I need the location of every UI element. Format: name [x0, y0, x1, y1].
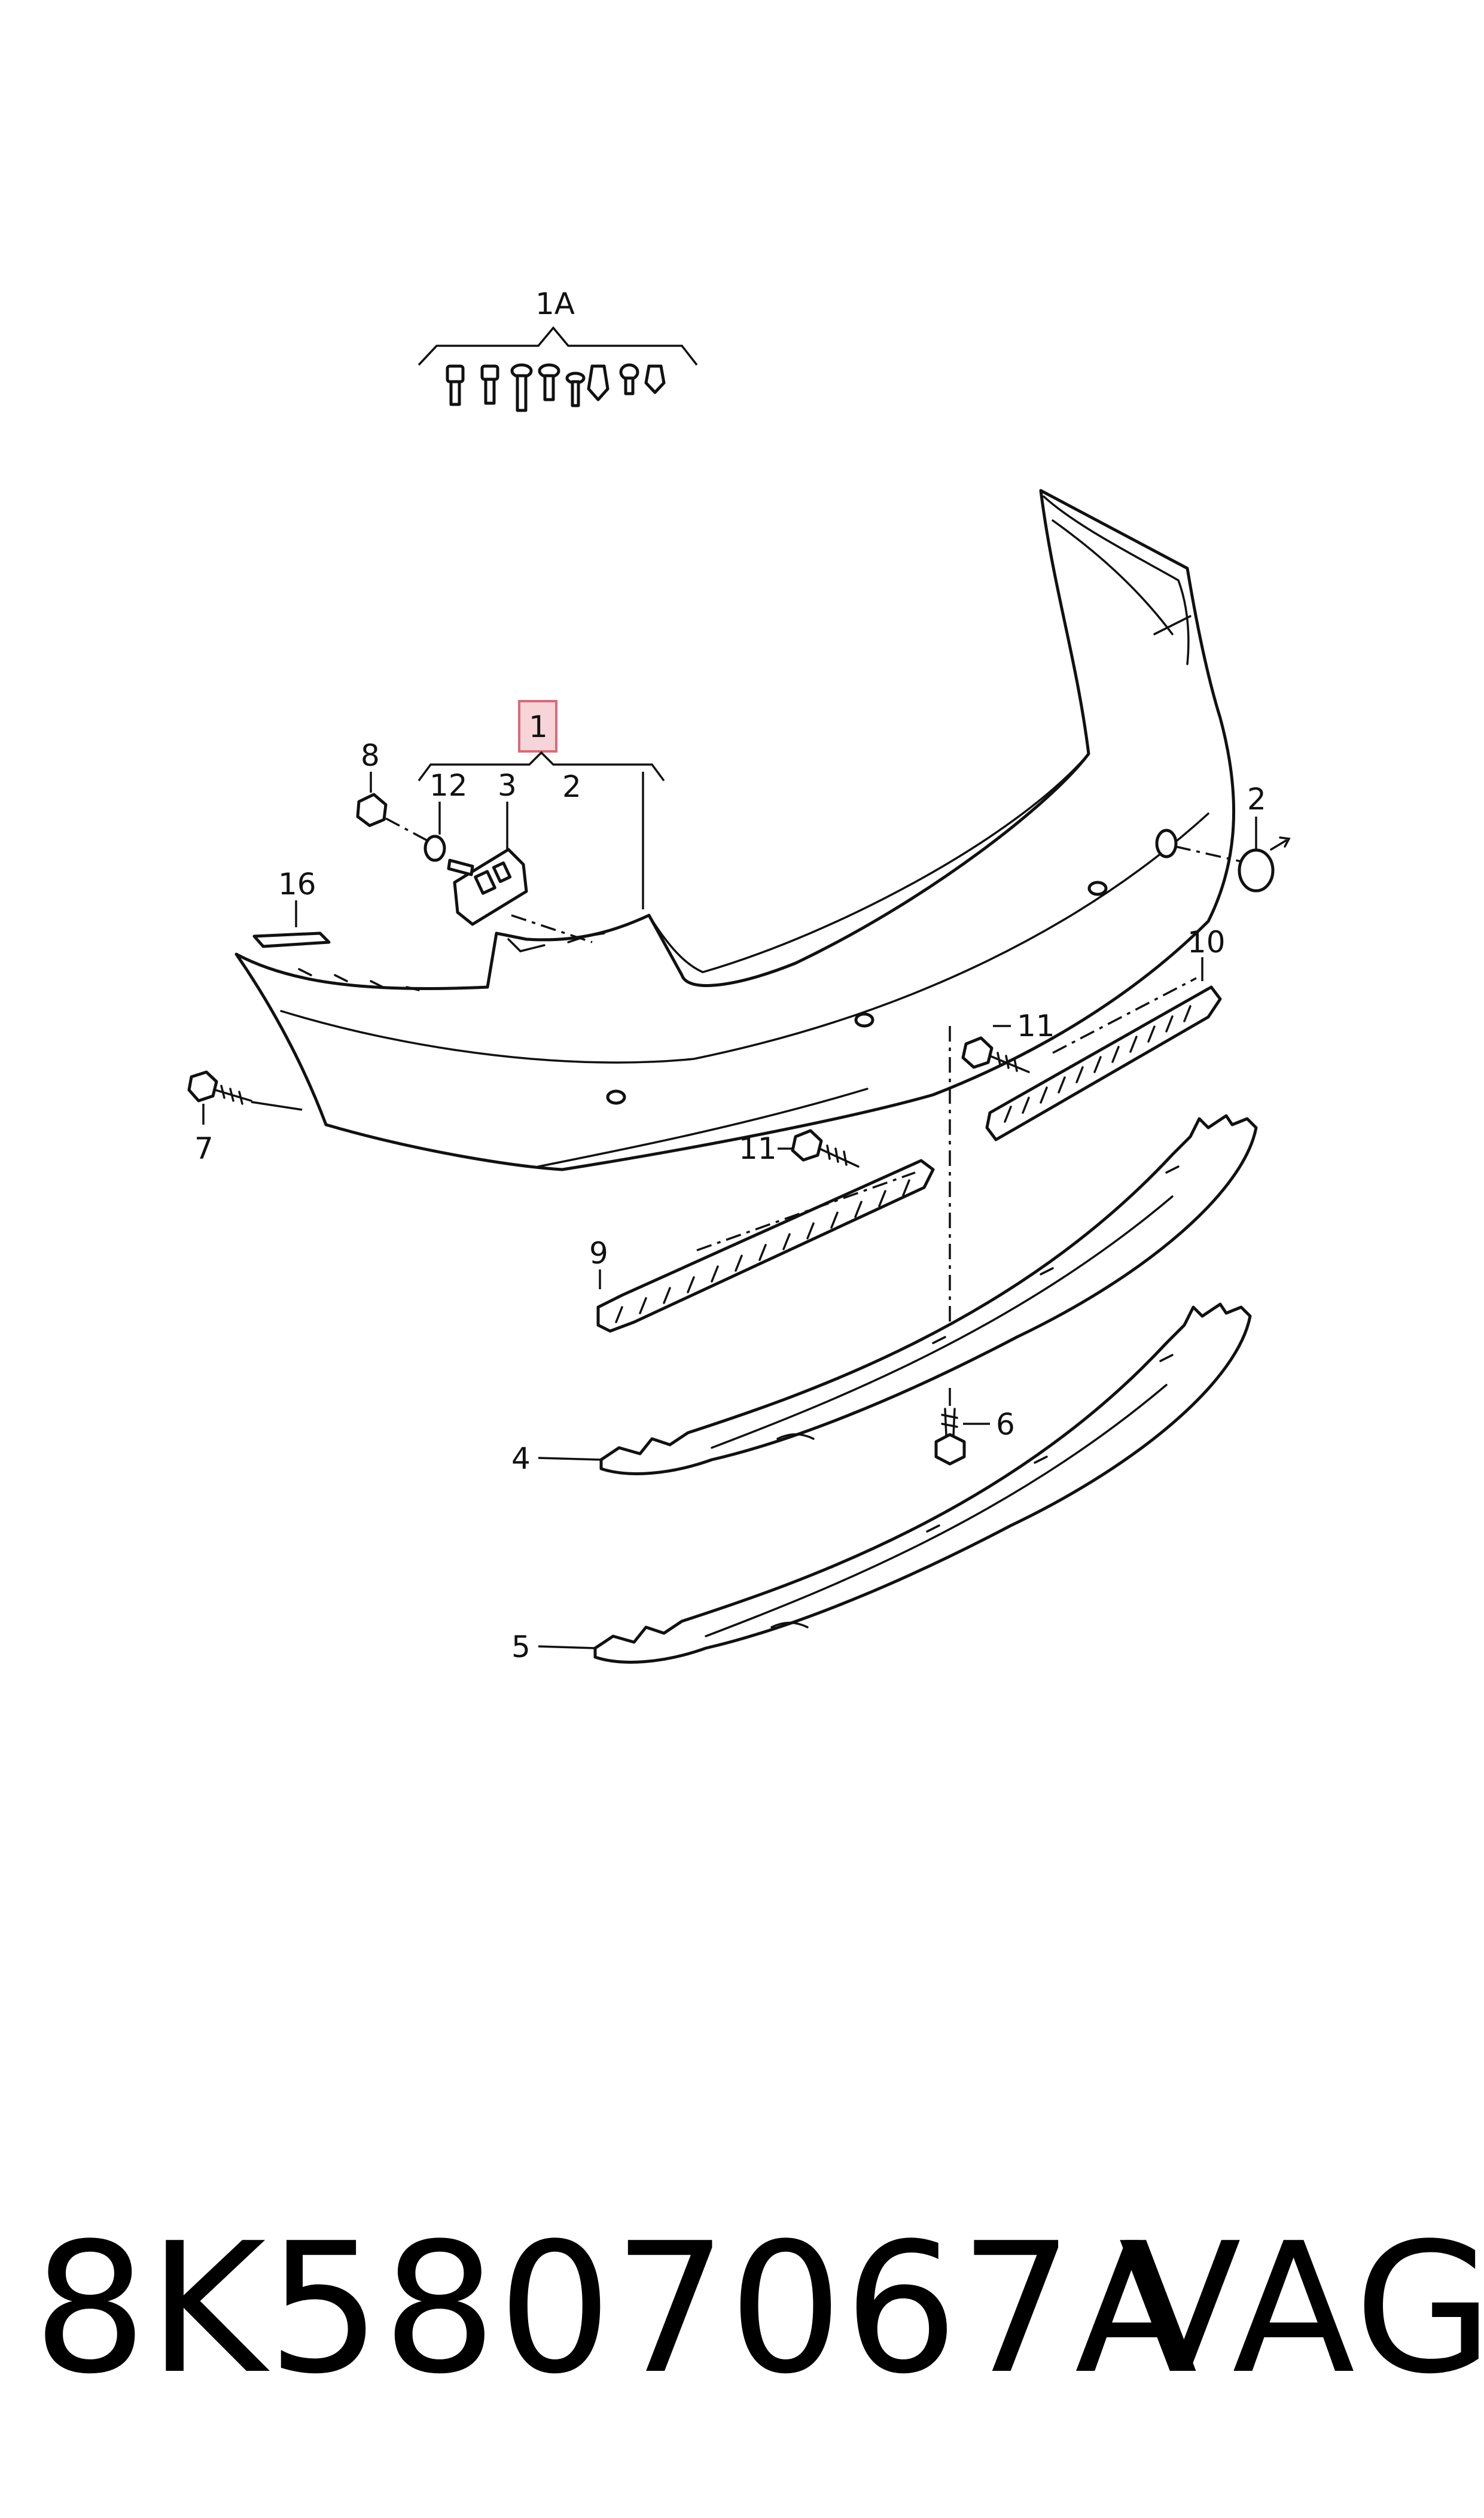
callout-16: 16 [278, 867, 316, 902]
fastener-kit-1a: 1A [418, 287, 698, 412]
nut-8-icon [356, 793, 388, 827]
callout-12: 12 [429, 768, 468, 803]
callout-1a: 1A [535, 287, 575, 321]
callout-2-right: 2 [1247, 782, 1266, 817]
part-3-bracket: 3 [447, 768, 593, 943]
callout-1-group: 1 [418, 700, 665, 909]
brand-label: VAG [1119, 2205, 1484, 2413]
fastener-set-icon [446, 363, 666, 412]
washer-12-icon [423, 835, 446, 862]
callout-1: 1 [529, 710, 548, 744]
footer: 8K5807067A VAG [0, 2213, 1484, 2405]
callout-2-upper: 2 [562, 769, 581, 804]
screw-6-icon [934, 1433, 966, 1466]
bumper-cover [234, 489, 1236, 1171]
screw-11-upper-icon [961, 1036, 994, 1069]
callout-11-lower: 11 [739, 1131, 777, 1166]
callout-3: 3 [498, 768, 517, 803]
bumper-top-edge [648, 753, 1090, 973]
screw-11-lower-icon [791, 1129, 823, 1162]
sticker-16-icon [252, 931, 331, 948]
callout-9: 9 [589, 1236, 608, 1271]
part-5-diffuser: 5 [511, 1302, 1252, 1664]
part-number: 8K5807067A [33, 2205, 1199, 2413]
callout-10: 10 [1187, 925, 1226, 960]
part-12-washer: 12 [423, 768, 468, 862]
part-4-diffuser: 4 [511, 1114, 1258, 1476]
part-11-lower-screw: 11 [739, 1129, 860, 1168]
part-10-grille: 10 [985, 925, 1226, 1141]
diffuser-4-icon [599, 1114, 1258, 1475]
part-11-upper-screw: 11 [961, 1009, 1055, 1073]
callout-11-upper: 11 [1017, 1009, 1055, 1043]
callout-7: 7 [194, 1131, 214, 1166]
bracket-1 [418, 751, 665, 782]
part-6-screw: 6 [934, 1388, 1015, 1466]
part-16-sticker: 16 [252, 867, 331, 948]
grille-10-icon [985, 985, 1222, 1141]
part-8-nut: 8 [356, 738, 431, 844]
part-2-cap: 2 [1175, 782, 1291, 893]
part-7-screw: 7 [187, 1070, 303, 1166]
part-9-grille: 9 [589, 1159, 935, 1333]
cap-2-icon [1238, 848, 1275, 893]
sensor-holes [606, 829, 1178, 1105]
diffuser-5-icon [593, 1302, 1252, 1664]
callout-8: 8 [361, 738, 380, 773]
screw-7-icon [187, 1070, 218, 1103]
bumper-crease-line [280, 812, 1209, 1064]
bracket-1a [418, 326, 698, 366]
callout-5: 5 [511, 1630, 531, 1664]
callout-4: 4 [511, 1441, 531, 1476]
mounting-tabs [298, 932, 605, 991]
bumper-side-inner [1043, 495, 1190, 665]
callout-1-highlight [518, 700, 557, 753]
bumper-lower-line [537, 1088, 869, 1168]
bumper-side-detail [1052, 519, 1192, 635]
callout-6: 6 [996, 1407, 1015, 1442]
